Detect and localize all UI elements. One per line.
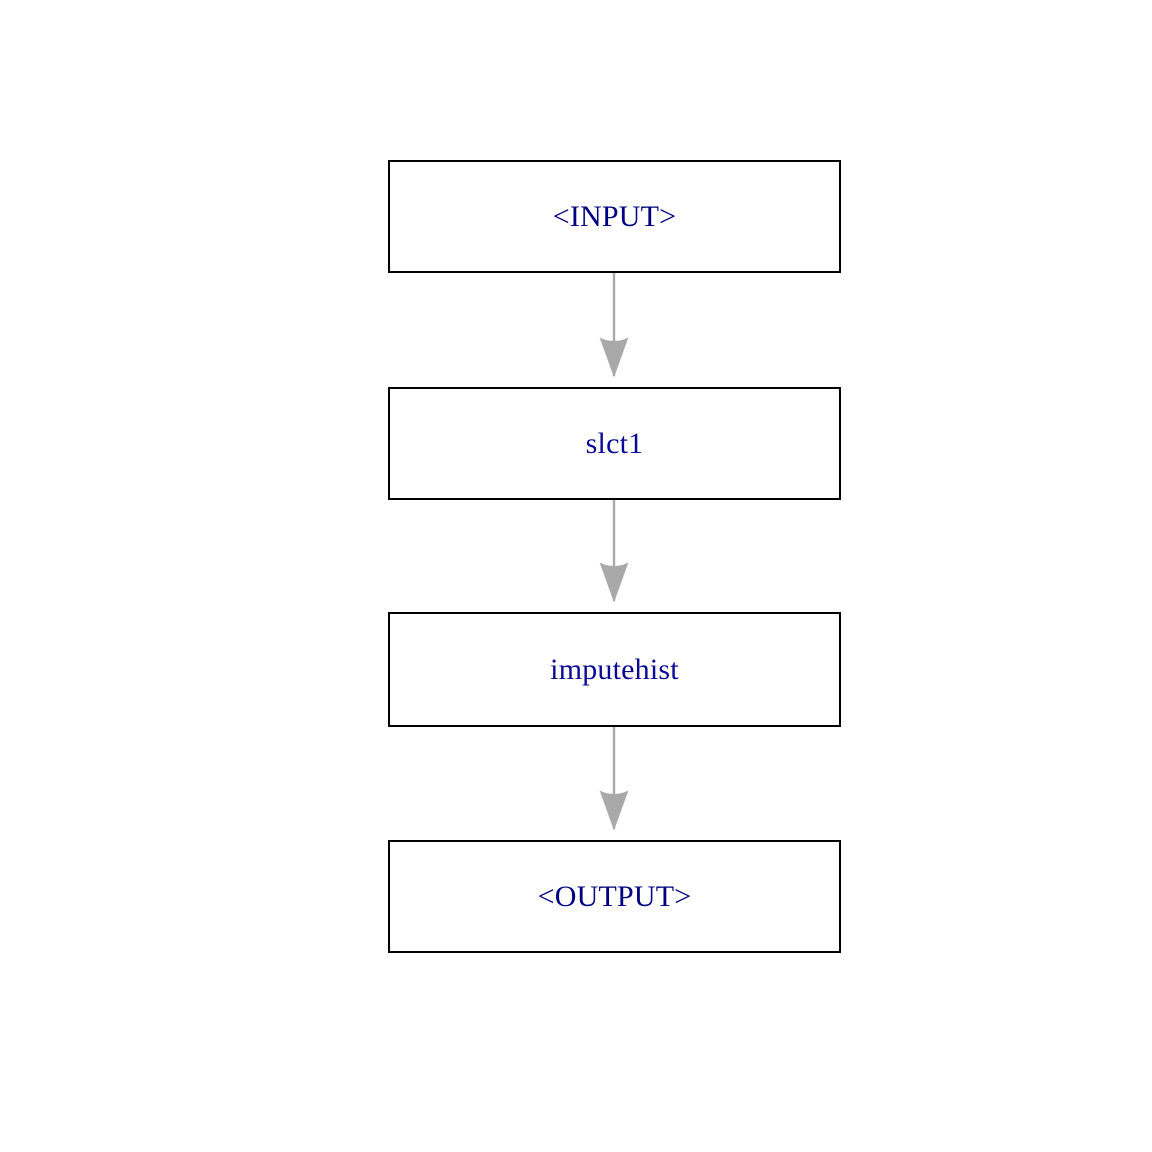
edge-slct1-to-imputehist xyxy=(599,500,629,603)
node-slct1[interactable]: slct1 xyxy=(388,387,841,500)
node-input-label: <INPUT> xyxy=(552,199,677,233)
arrowhead-icon xyxy=(599,790,629,831)
node-imputehist-label: imputehist xyxy=(550,652,679,686)
node-input[interactable]: <INPUT> xyxy=(388,160,841,273)
edge-input-to-slct1 xyxy=(599,273,629,378)
node-output-label: <OUTPUT> xyxy=(537,879,692,913)
node-slct1-label: slct1 xyxy=(585,426,644,460)
edge-imputehist-to-output xyxy=(599,727,629,831)
arrowhead-icon xyxy=(599,337,629,378)
node-imputehist[interactable]: imputehist xyxy=(388,612,841,727)
arrowhead-icon xyxy=(599,562,629,603)
node-output[interactable]: <OUTPUT> xyxy=(388,840,841,953)
